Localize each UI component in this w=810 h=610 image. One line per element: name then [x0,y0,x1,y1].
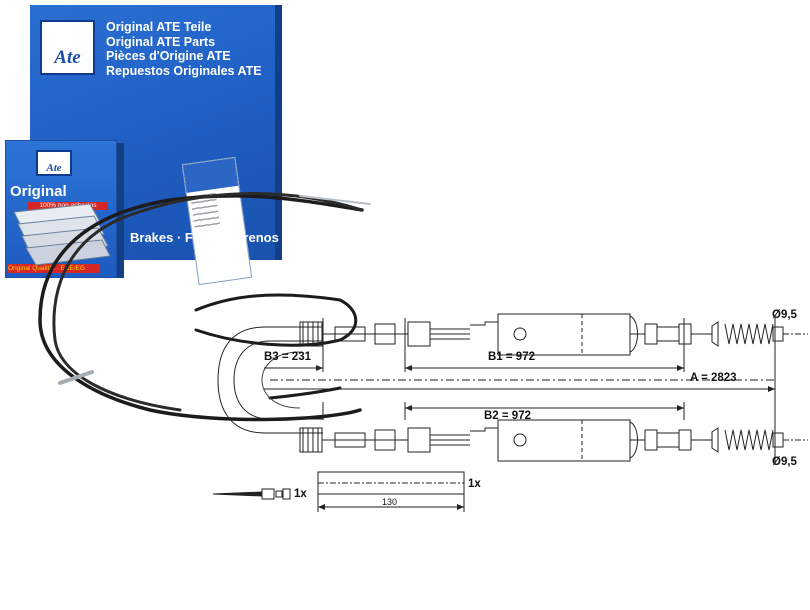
box-line-fr: Pièces d'Origine ATE [106,49,231,63]
brakes-strip: Brakes · Freins · Frenos [130,230,279,245]
ate-logo: Ate [40,20,95,75]
pad-box-title: Original [10,183,67,200]
dim-dia-top: Ø9,5 [772,309,797,321]
cable-technical-drawing [212,313,808,512]
brake-cable-photo [38,192,371,422]
pad-box-logo: Ate [36,150,72,176]
dim-b3: B3 = 231 [264,351,311,363]
clip-quantity: 1x [468,478,481,490]
box-text: Original ATE Teile Original ATE Parts Pi… [106,20,262,78]
dim-a: A = 2823 [690,372,737,384]
tie-quantity: 1x [294,488,307,500]
box-line-en: Original ATE Parts [106,34,216,49]
clip-length: 130 [382,497,398,507]
box-line-es: Repuestos Originales ATE [106,63,262,78]
box-line-de: Original ATE Teile [106,20,212,34]
brake-pads-illustration [13,203,111,266]
brake-pad-box-side [117,143,124,278]
ate-parts-box-side [275,5,282,260]
dim-b2: B2 = 972 [484,410,531,422]
dim-b1: B1 = 972 [488,351,535,363]
dim-dia-bottom: Ø9,5 [772,456,797,468]
